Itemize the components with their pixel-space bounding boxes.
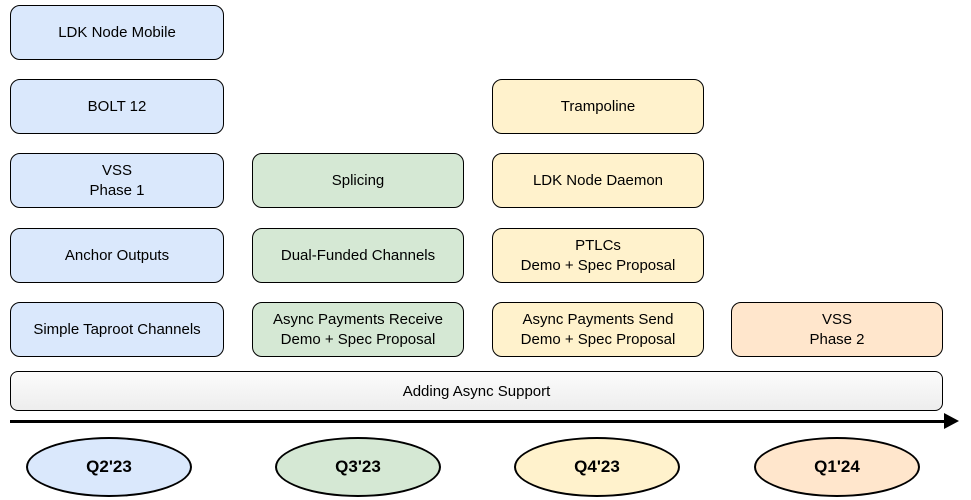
roadmap-item-dual-funded-channels: Dual-Funded Channels xyxy=(252,228,464,283)
roadmap-item-bolt-12: BOLT 12 xyxy=(10,79,224,134)
roadmap-item-anchor-outputs: Anchor Outputs xyxy=(10,228,224,283)
quarter-label-q1-24: Q1'24 xyxy=(754,437,920,497)
roadmap-item-ldk-node-mobile: LDK Node Mobile xyxy=(10,5,224,60)
quarter-label-q4-23: Q4'23 xyxy=(514,437,680,497)
roadmap-item-vss-phase-2: VSS Phase 2 xyxy=(731,302,943,357)
roadmap-item-async-payments-receive: Async Payments Receive Demo + Spec Propo… xyxy=(252,302,464,357)
roadmap-item-trampoline: Trampoline xyxy=(492,79,704,134)
roadmap-item-simple-taproot-channels: Simple Taproot Channels xyxy=(10,302,224,357)
roadmap-item-async-payments-send: Async Payments Send Demo + Spec Proposal xyxy=(492,302,704,357)
quarter-label-q3-23: Q3'23 xyxy=(275,437,441,497)
adding-async-support-banner: Adding Async Support xyxy=(10,371,943,411)
timeline-arrow-shaft xyxy=(10,420,946,423)
timeline-arrow-head-icon xyxy=(944,413,959,429)
roadmap-item-ptlcs: PTLCs Demo + Spec Proposal xyxy=(492,228,704,283)
quarter-label-q2-23: Q2'23 xyxy=(26,437,192,497)
roadmap-item-ldk-node-daemon: LDK Node Daemon xyxy=(492,153,704,208)
roadmap-item-vss-phase-1: VSS Phase 1 xyxy=(10,153,224,208)
roadmap-item-splicing: Splicing xyxy=(252,153,464,208)
